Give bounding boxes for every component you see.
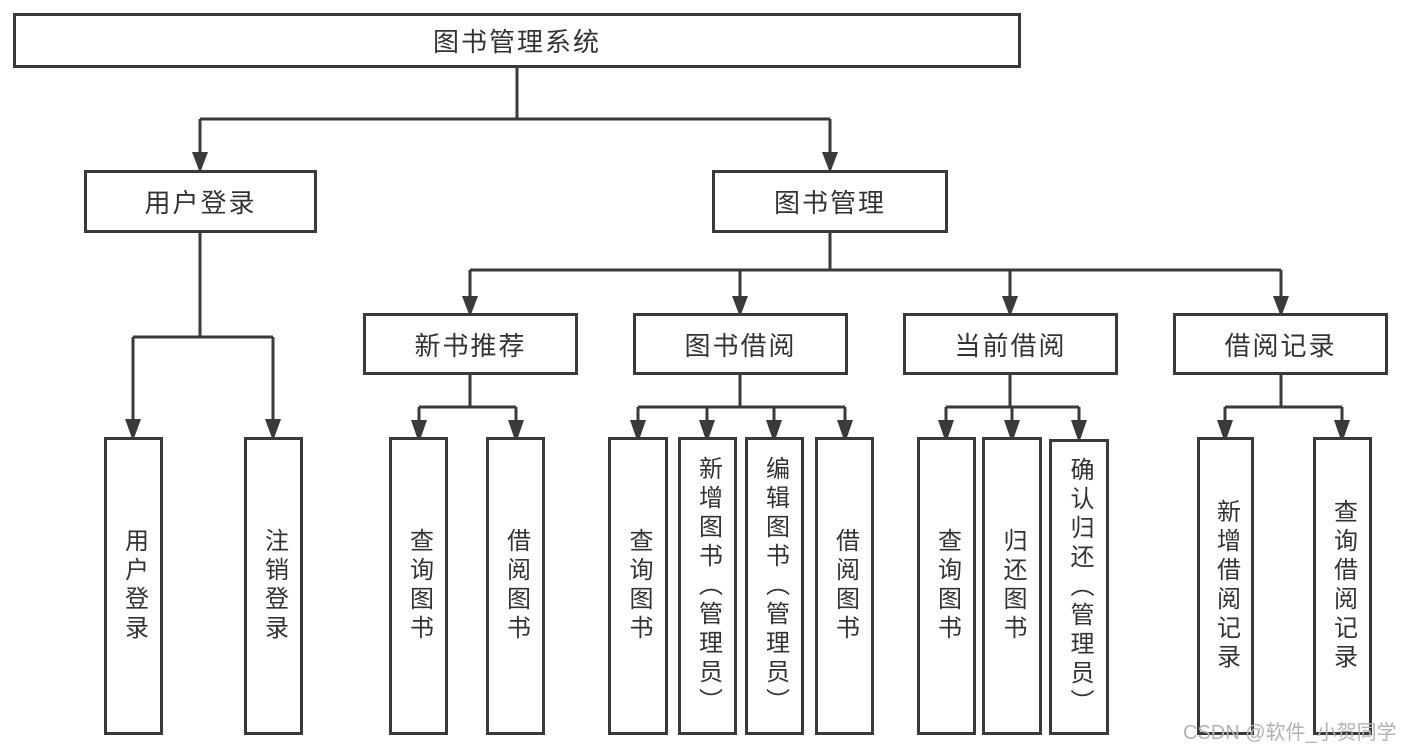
- down-arrowhead: [766, 420, 782, 443]
- down-arrowhead: [411, 420, 427, 443]
- connector-root-branch: [192, 66, 838, 173]
- node-label: 借阅记录: [1224, 330, 1337, 361]
- node-label: 新增图书（管理员）: [694, 455, 722, 717]
- node-book-management: 图书管理: [712, 170, 948, 233]
- node-label: 确认归还（管理员）: [1066, 456, 1093, 718]
- connector-user-login-branch: [125, 231, 281, 441]
- connector-new-book-recommend-branch: [411, 373, 524, 443]
- down-arrowhead: [508, 420, 524, 443]
- node-label: 新增借阅记录: [1212, 499, 1240, 673]
- node-borrow-books: 借阅图书: [815, 437, 874, 735]
- down-arrowhead: [837, 420, 853, 443]
- node-label: 归还图书: [999, 528, 1026, 644]
- node-label: 当前借阅: [954, 330, 1067, 361]
- node-query-books-borrowing: 查询图书: [608, 437, 668, 735]
- down-arrowhead: [1002, 296, 1018, 317]
- down-arrowhead: [125, 419, 141, 441]
- down-arrowhead: [699, 420, 715, 443]
- watermark: CSDN @软件_小贺同学: [1183, 722, 1397, 744]
- node-query-books-recommend: 查询图书: [389, 437, 448, 735]
- node-book-borrowing: 图书借阅: [633, 313, 848, 375]
- node-return-books: 归还图书: [982, 437, 1042, 735]
- node-logout: 注销登录: [244, 437, 303, 735]
- down-arrowhead: [265, 419, 281, 441]
- node-add-books-admin: 新增图书（管理员）: [678, 437, 737, 735]
- node-label: 图书管理: [773, 188, 886, 218]
- down-arrowhead: [1334, 420, 1350, 443]
- down-arrowhead: [1217, 420, 1233, 443]
- down-arrowhead: [822, 152, 838, 173]
- node-label: 图书借阅: [684, 330, 797, 361]
- node-label: 用户登录: [144, 188, 257, 218]
- down-arrowhead: [1273, 296, 1289, 317]
- down-arrowhead: [1004, 420, 1020, 443]
- node-label: 查询借阅记录: [1329, 499, 1357, 673]
- node-query-books-current: 查询图书: [917, 437, 976, 735]
- node-borrow-books-recommend: 借阅图书: [486, 437, 545, 735]
- node-add-borrow-record: 新增借阅记录: [1197, 437, 1254, 735]
- node-label: 图书管理系统: [432, 27, 601, 57]
- node-label: 新书推荐: [414, 330, 527, 361]
- node-label: 编辑图书（管理员）: [761, 455, 789, 717]
- connector-borrowing-records-branch: [1217, 373, 1350, 443]
- down-arrowhead: [938, 420, 954, 443]
- node-library-management-system: 图书管理系统: [13, 13, 1021, 68]
- node-user-login-action: 用户登录: [104, 437, 163, 735]
- node-label: 查询图书: [933, 528, 961, 644]
- down-arrowhead: [1071, 420, 1087, 443]
- node-label: 查询图书: [625, 528, 652, 644]
- node-confirm-return-admin: 确认归还（管理员）: [1049, 439, 1109, 735]
- down-arrowhead: [630, 420, 646, 443]
- node-label: 用户登录: [120, 528, 148, 644]
- down-arrowhead: [192, 152, 208, 173]
- down-arrowhead: [732, 296, 748, 317]
- node-label: 查询图书: [405, 528, 433, 644]
- node-current-borrowing: 当前借阅: [903, 313, 1118, 375]
- node-query-borrow-record: 查询借阅记录: [1313, 437, 1372, 735]
- node-edit-books-admin: 编辑图书（管理员）: [745, 437, 804, 735]
- node-new-book-recommend: 新书推荐: [363, 313, 578, 375]
- down-arrowhead: [462, 296, 478, 317]
- connector-book-management-branch: [462, 231, 1289, 317]
- node-borrowing-records: 借阅记录: [1173, 313, 1388, 375]
- node-label: 借阅图书: [831, 528, 859, 644]
- connector-book-borrowing-branch: [630, 373, 853, 443]
- node-label: 注销登录: [260, 528, 288, 644]
- connector-current-borrowing-branch: [938, 373, 1087, 443]
- node-user-login: 用户登录: [84, 170, 317, 233]
- node-label: 借阅图书: [502, 528, 530, 644]
